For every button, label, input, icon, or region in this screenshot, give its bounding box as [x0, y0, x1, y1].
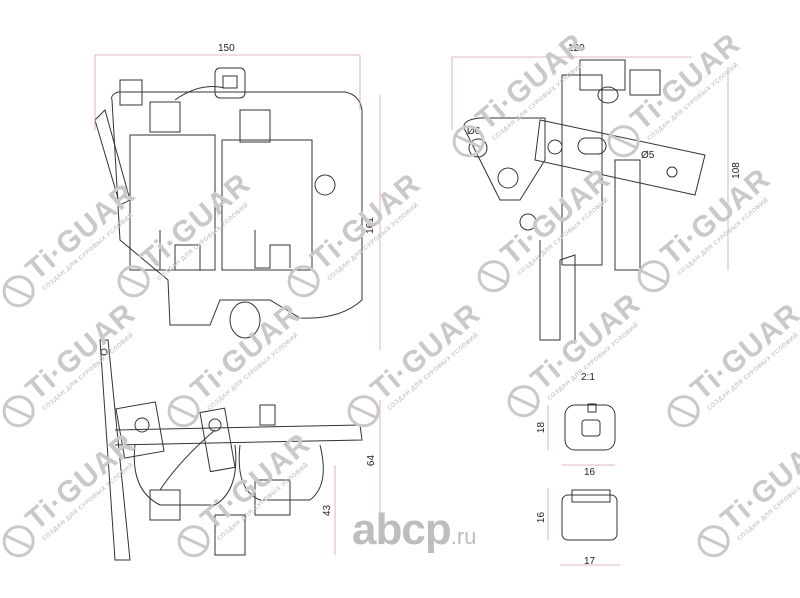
hole-diameter-5: Ø5	[641, 150, 655, 161]
side-height-dimension: 108	[730, 162, 742, 179]
front-width-dimension: 150	[218, 43, 235, 54]
front-view	[94, 67, 363, 339]
connector-side-height: 16	[536, 511, 548, 524]
connector-side-width: 17	[584, 556, 596, 567]
bottom-view	[99, 339, 363, 561]
connector-detail	[561, 403, 618, 541]
detail-scale-label: 2:1	[581, 372, 595, 383]
side-width-dimension: 129	[568, 43, 585, 54]
bottom-overall-height-dimension: 64	[366, 454, 378, 467]
hole-diameter-6: Ø6	[467, 126, 481, 137]
dimension-lines	[94, 54, 729, 566]
bottom-connector-height-dimension: 43	[322, 504, 334, 517]
front-height-dimension: 161	[364, 217, 376, 234]
connector-face-width: 16	[584, 467, 596, 478]
abcp-watermark: abcp.ru	[352, 505, 477, 554]
connector-face-height: 18	[536, 421, 548, 434]
side-view	[463, 59, 706, 341]
